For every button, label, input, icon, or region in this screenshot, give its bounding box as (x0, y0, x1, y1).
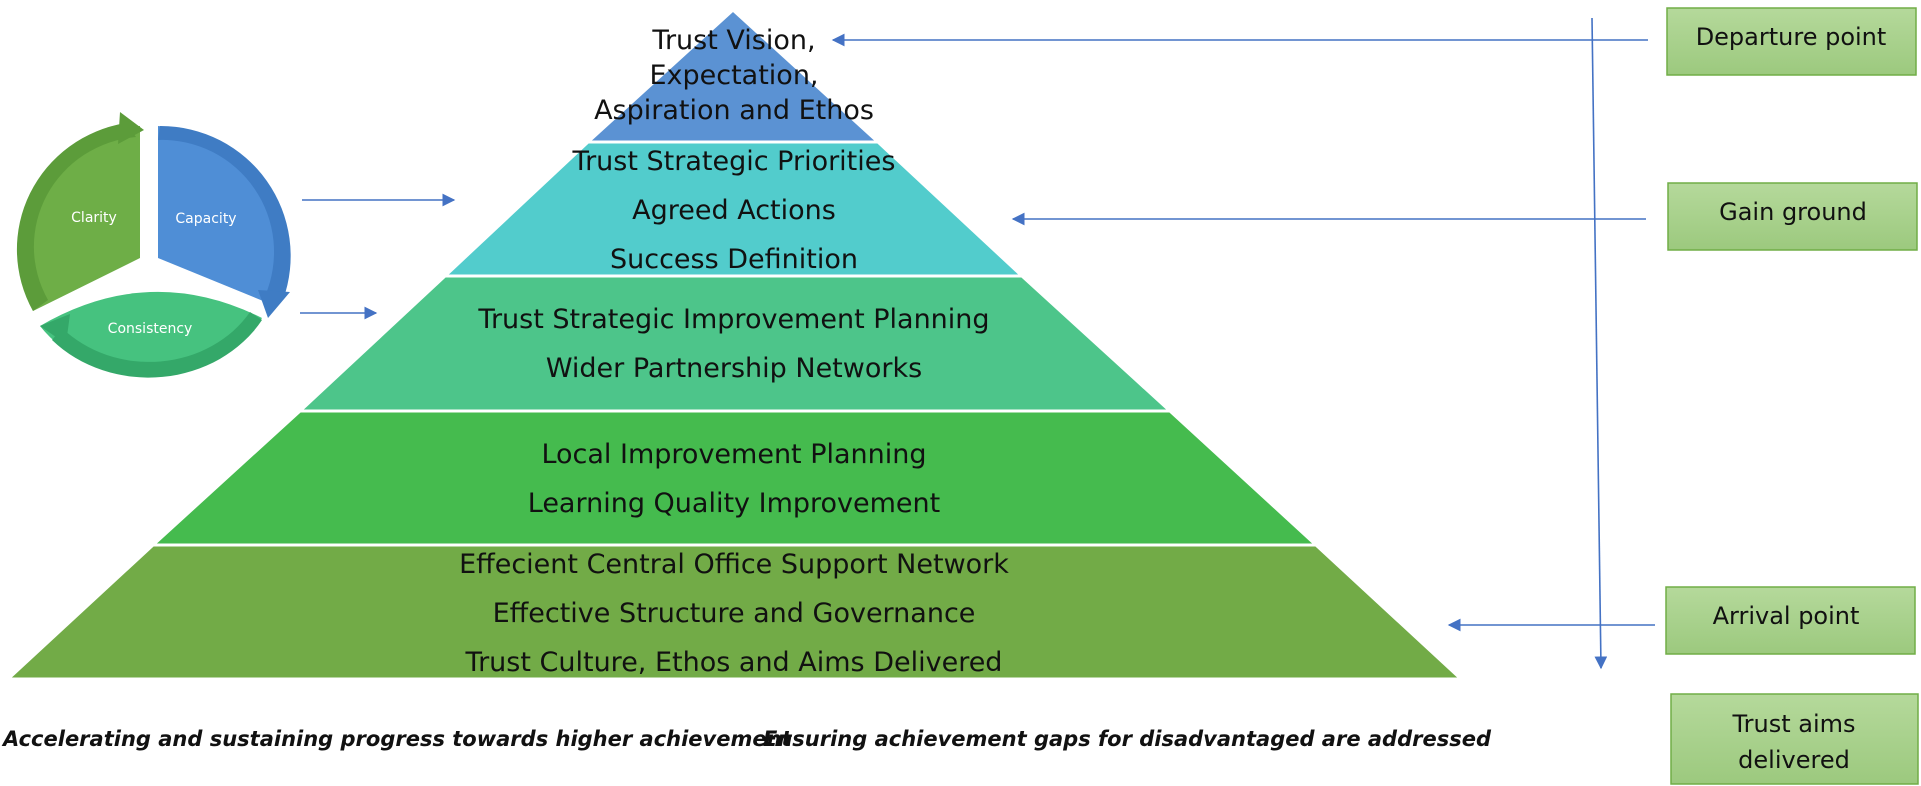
stage-label-delivered-line-1: Trust aims (1731, 710, 1855, 738)
consistency-arrow-band (52, 312, 262, 378)
level-vision-line-3: Aspiration and Ethos (594, 95, 874, 126)
cycle-label-clarity: Clarity (71, 210, 117, 226)
level-vision-line-2: Expectation, (649, 60, 818, 91)
pyramid-level-foundation (4, 543, 1465, 681)
pyramid-level-local (149, 409, 1320, 547)
stage-box-gain (1667, 182, 1918, 251)
level-planning-line-2: Wider Partnership Networks (546, 353, 922, 384)
level-foundation-line-1: Effecient Central Office Support Network (459, 549, 1009, 580)
footer-caption-left: Accelerating and sustaining progress tow… (1, 727, 793, 751)
clarity-arrowhead (118, 112, 144, 144)
level-priorities-line-3: Success Definition (610, 244, 858, 275)
cycle-label-capacity: Capacity (175, 211, 236, 227)
stage-box-arrival (1665, 586, 1916, 655)
progress-vertical-arrow (1591, 17, 1608, 670)
cycle-graphic: Clarity Capacity Consistency (16, 112, 291, 378)
level-priorities-line-2: Agreed Actions (632, 195, 836, 226)
pyramid: Trust Vision, Expectation, Aspiration an… (4, 7, 1465, 681)
cycle-label-consistency: Consistency (108, 321, 193, 337)
cycle-segment-capacity (158, 126, 278, 303)
level-planning-line-1: Trust Strategic Improvement Planning (477, 304, 989, 335)
connector-arrows (300, 17, 1655, 670)
footer-caption-right: Ensuring achievement gaps for disadvanta… (763, 727, 1492, 751)
clarity-arrow-band (16, 123, 137, 311)
footer-captions: Accelerating and sustaining progress tow… (1, 727, 1492, 751)
stage-box-departure (1666, 7, 1917, 76)
level-priorities-line-1: Trust Strategic Priorities (572, 146, 896, 177)
level-vision-line-1: Trust Vision, (651, 25, 815, 56)
stage-label-arrival: Arrival point (1713, 602, 1860, 630)
level-local-line-1: Local Improvement Planning (541, 439, 926, 470)
level-foundation-line-3: Trust Culture, Ethos and Aims Delivered (465, 647, 1003, 678)
stage-boxes: Departure point Gain ground Arrival poin… (1665, 7, 1919, 785)
pyramid-level-planning (296, 274, 1174, 413)
level-local-line-2: Learning Quality Improvement (528, 488, 941, 519)
stage-box-delivered (1670, 693, 1919, 785)
capacity-arrow-band (158, 125, 291, 300)
consistency-arrowhead (40, 314, 70, 344)
level-foundation-line-2: Effective Structure and Governance (493, 598, 976, 629)
stage-label-gain: Gain ground (1719, 198, 1867, 226)
stage-label-departure: Departure point (1696, 23, 1887, 51)
capacity-arrowhead (258, 290, 290, 318)
stage-label-delivered-line-2: delivered (1738, 746, 1850, 774)
